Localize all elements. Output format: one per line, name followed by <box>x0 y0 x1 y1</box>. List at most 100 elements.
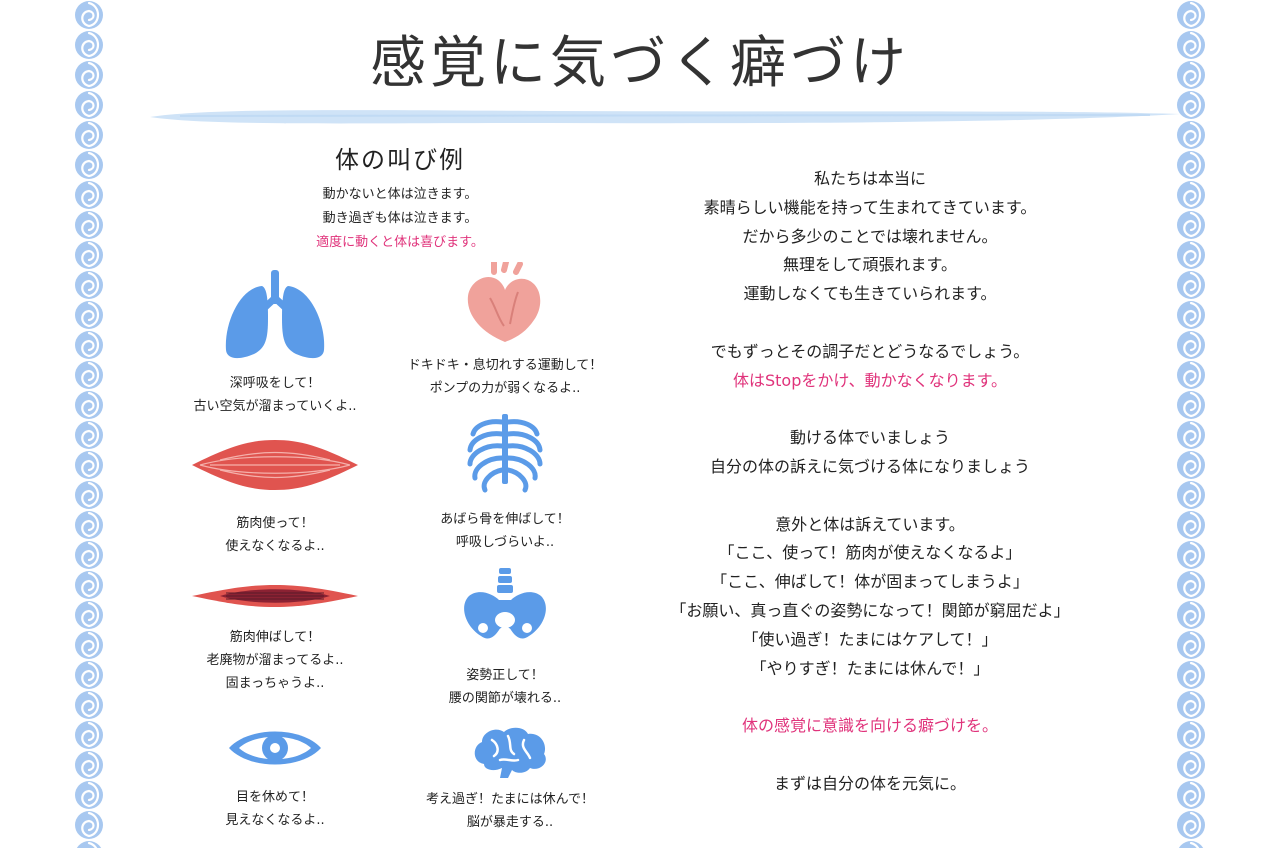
muscle-icon <box>192 440 358 490</box>
organ-caption: 深呼吸をして！ <box>229 376 321 391</box>
swirl-ornament <box>1177 121 1205 149</box>
swirl-ornament <box>75 661 103 689</box>
swirl-ornament <box>1177 181 1205 209</box>
swirl-ornament <box>75 391 103 419</box>
swirl-ornament <box>75 331 103 359</box>
heart-icon <box>467 262 541 342</box>
brush-stroke-divider <box>150 110 1180 124</box>
organ-caption: 考え過ぎ！たまには休んで！ <box>426 792 594 807</box>
brain-icon <box>474 727 546 778</box>
organ-caption: 固まっちゃうよ.. <box>225 676 325 691</box>
swirl-ornament <box>75 1 103 29</box>
swirl-ornament <box>1177 391 1205 419</box>
organ-eye: 目を休めて！ 見えなくなるよ.. <box>175 724 375 832</box>
swirl-ornament <box>75 271 103 299</box>
intro-line: 動き過ぎも体は泣きます。 <box>322 211 478 226</box>
message-line: 自分の体の訴えに気づける体になりましょう <box>709 456 1030 476</box>
intro-text: 動かないと体は泣きます。 動き過ぎも体は泣きます。 適度に動くと体は喜びます。 <box>250 183 550 255</box>
swirl-ornament <box>1177 661 1205 689</box>
ribcage-icon <box>467 414 543 493</box>
swirl-ornament <box>1177 601 1205 629</box>
swirl-ornament <box>75 691 103 719</box>
swirl-ornament <box>1177 211 1205 239</box>
organ-stiff-muscle: 筋肉伸ばして！ 老廃物が溜まってるよ.. 固まっちゃうよ.. <box>175 582 375 695</box>
swirl-ornament <box>75 241 103 269</box>
message-line: 「使い過ぎ！たまにはケアして！」 <box>742 629 998 649</box>
swirl-ornament <box>75 631 103 659</box>
message-line: 「ここ、使って！筋肉が使えなくなるよ」 <box>718 543 1022 563</box>
message-line: 運動しなくても生きていられます。 <box>743 284 997 304</box>
organ-caption: 呼吸しづらいよ.. <box>455 535 555 550</box>
swirl-ornament <box>1177 811 1205 839</box>
swirl-ornament <box>1177 271 1205 299</box>
swirl-ornament <box>1177 781 1205 809</box>
organ-caption: 古い空気が溜まっていくよ.. <box>193 399 357 414</box>
swirl-ornament <box>1177 571 1205 599</box>
swirl-ornament <box>75 751 103 779</box>
swirl-ornament <box>75 181 103 209</box>
message-block: 私たちは本当に素晴らしい機能を持って生まれてきています。だから多少のことでは壊れ… <box>650 165 1090 799</box>
blank-line <box>650 741 1090 770</box>
swirl-ornament <box>75 91 103 119</box>
message-line: 「ここ、伸ばして！体が固まってしまうよ」 <box>711 572 1029 592</box>
message-line: まずは自分の体を元気に。 <box>773 773 966 793</box>
organ-heart: ドキドキ・息切れする運動して！ ポンプの力が弱くなるよ.. <box>390 262 620 400</box>
swirl-ornament <box>76 841 102 848</box>
swirl-ornament <box>75 421 103 449</box>
organ-caption: 脳が暴走する.. <box>466 815 554 830</box>
swirl-ornament <box>1177 481 1205 509</box>
message-line: 「お願い、真っ直ぐの姿勢になって！関節が窮屈だよ」 <box>670 600 1070 620</box>
page-title: 感覚に気づく癖づけ <box>370 31 910 96</box>
swirl-ornament <box>75 811 103 839</box>
swirl-ornament <box>75 61 103 89</box>
blank-line <box>650 309 1090 338</box>
swirl-ornament <box>1177 451 1205 479</box>
swirl-ornament <box>1177 241 1205 269</box>
swirl-ornament <box>1177 751 1205 779</box>
swirl-ornament <box>75 541 103 569</box>
organ-caption: ドキドキ・息切れする運動して！ <box>407 358 603 373</box>
swirl-ornament <box>75 301 103 329</box>
right-decorative-border <box>1176 0 1206 848</box>
organ-caption: ポンプの力が弱くなるよ.. <box>429 381 581 396</box>
message-line: だから多少のことでは壊れません。 <box>742 226 998 246</box>
organ-caption: 老廃物が溜まってるよ.. <box>206 653 344 668</box>
section-heading: 体の叫び例 <box>335 146 465 174</box>
swirl-ornament <box>75 361 103 389</box>
organ-lungs: 深呼吸をして！ 古い空気が溜まっていくよ.. <box>175 268 375 418</box>
organ-caption: 見えなくなるよ.. <box>225 813 325 828</box>
blank-line <box>650 683 1090 712</box>
swirl-ornament <box>1177 421 1205 449</box>
eye-icon <box>229 731 321 765</box>
swirl-ornament <box>1177 541 1205 569</box>
swirl-ornament <box>75 781 103 809</box>
organ-caption: 目を休めて！ <box>235 790 314 805</box>
swirl-ornament <box>1177 511 1205 539</box>
organ-caption: 筋肉伸ばして！ <box>229 630 321 645</box>
pelvis-icon <box>464 568 546 639</box>
swirl-ornament <box>1177 91 1205 119</box>
swirl-ornament <box>75 721 103 749</box>
organ-caption: あばら骨を伸ばして！ <box>440 512 570 527</box>
lungs-icon <box>225 270 325 359</box>
swirl-ornament <box>1177 331 1205 359</box>
swirl-ornament <box>1177 31 1205 59</box>
swirl-ornament <box>1177 301 1205 329</box>
message-line-highlight: 体の感覚に意識を向ける癖づけを。 <box>741 716 998 736</box>
message-line: 「やりすぎ！たまには休んで！」 <box>750 658 990 678</box>
message-line: 動ける体でいましょう <box>789 428 950 448</box>
swirl-ornament <box>1177 721 1205 749</box>
swirl-ornament <box>75 211 103 239</box>
swirl-ornament <box>75 511 103 539</box>
swirl-ornament <box>1178 841 1204 848</box>
organ-caption: 腰の関節が壊れる.. <box>448 691 562 706</box>
message-line: 素晴らしい機能を持って生まれてきています。 <box>703 197 1037 217</box>
message-line: 無理をして頑張れます。 <box>783 255 957 275</box>
swirl-ornament <box>1177 691 1205 719</box>
organ-ribcage: あばら骨を伸ばして！ 呼吸しづらいよ.. <box>405 412 605 554</box>
blank-line <box>650 395 1090 424</box>
organ-caption: 使えなくなるよ.. <box>225 539 325 554</box>
swirl-ornament <box>75 601 103 629</box>
swirl-ornament <box>75 31 103 59</box>
message-line-highlight: 体はStopをかけ、動かなくなります。 <box>733 370 1007 390</box>
